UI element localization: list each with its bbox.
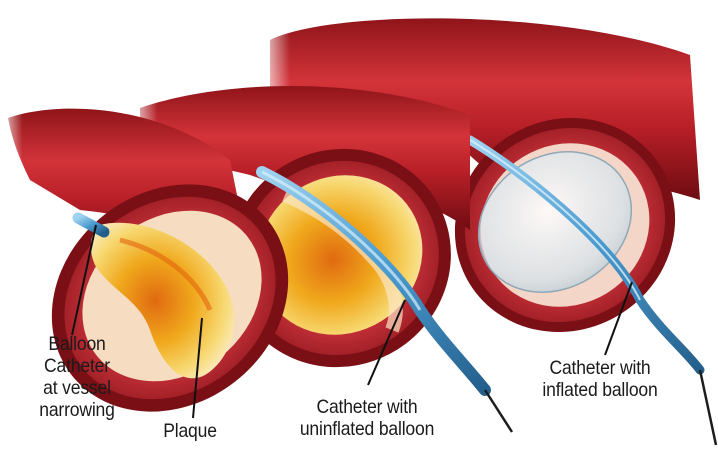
label-balloon-catheter: Balloon Catheter at vessel narrowing [24, 333, 130, 421]
label-line: uninflated balloon [291, 418, 444, 440]
label-catheter-inflated: Catheter with inflated balloon [528, 357, 672, 401]
label-line: narrowing [24, 399, 130, 421]
label-line: Catheter [24, 355, 130, 377]
label-line: Catheter with [291, 396, 444, 418]
label-catheter-uninflated: Catheter with uninflated balloon [291, 396, 444, 440]
label-plaque: Plaque [154, 420, 226, 442]
label-line: Balloon [24, 333, 130, 355]
label-line: at vessel [24, 377, 130, 399]
label-line: Plaque [154, 420, 226, 442]
label-line: inflated balloon [528, 379, 672, 401]
label-line: Catheter with [528, 357, 672, 379]
